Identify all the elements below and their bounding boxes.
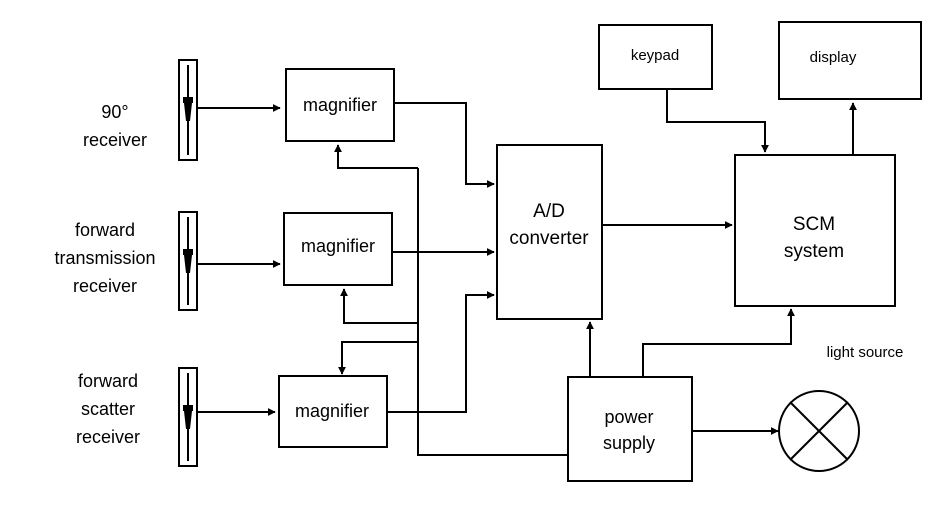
svg-text:receiver: receiver: [83, 130, 147, 150]
power-supply-block: [567, 376, 693, 482]
svg-text:90°: 90°: [101, 102, 128, 122]
magnifier-block-3: [278, 375, 388, 448]
svg-text:converter: converter: [509, 228, 589, 249]
detector-icon-forward-scatter: [178, 367, 276, 467]
magnifier-label-3: magnifier: [295, 401, 369, 421]
svg-text:power: power: [604, 407, 653, 427]
svg-text:scatter: scatter: [81, 399, 135, 419]
keypad-label: keypad: [631, 47, 679, 64]
magnifier-label-2: magnifier: [301, 236, 375, 256]
display-label: display: [810, 49, 857, 66]
receiver-forward-transmission-label: forward transmission receiver: [54, 220, 155, 296]
ad-converter-label: A/D converter: [509, 201, 589, 249]
receiver-90-label: 90° receiver: [83, 102, 147, 150]
receiver-forward-scatter-label: forward scatter receiver: [76, 371, 140, 447]
ad-converter-block: [496, 144, 603, 320]
svg-text:transmission: transmission: [54, 248, 155, 268]
svg-text:receiver: receiver: [76, 427, 140, 447]
detector-icon-90: [178, 59, 281, 161]
power-supply-label: power supply: [603, 407, 655, 453]
svg-text:system: system: [784, 241, 844, 262]
svg-text:receiver: receiver: [73, 276, 137, 296]
magnifier-block-1: [285, 68, 395, 142]
scm-system-block: [734, 154, 896, 307]
magnifier-label-1: magnifier: [303, 95, 377, 115]
svg-text:SCM: SCM: [793, 214, 835, 235]
light-source-icon: [778, 390, 860, 472]
display-block: [778, 21, 922, 100]
svg-text:supply: supply: [603, 433, 655, 453]
keypad-block: [598, 24, 713, 90]
magnifier-block-2: [283, 212, 393, 286]
svg-text:forward: forward: [75, 220, 135, 240]
light-source-label: light source: [827, 344, 904, 361]
connection-lines: [334, 89, 857, 456]
detector-icon-forward-transmission: [178, 211, 281, 311]
scm-system-label: SCM system: [784, 214, 844, 262]
svg-text:A/D: A/D: [533, 201, 565, 222]
svg-text:forward: forward: [78, 371, 138, 391]
